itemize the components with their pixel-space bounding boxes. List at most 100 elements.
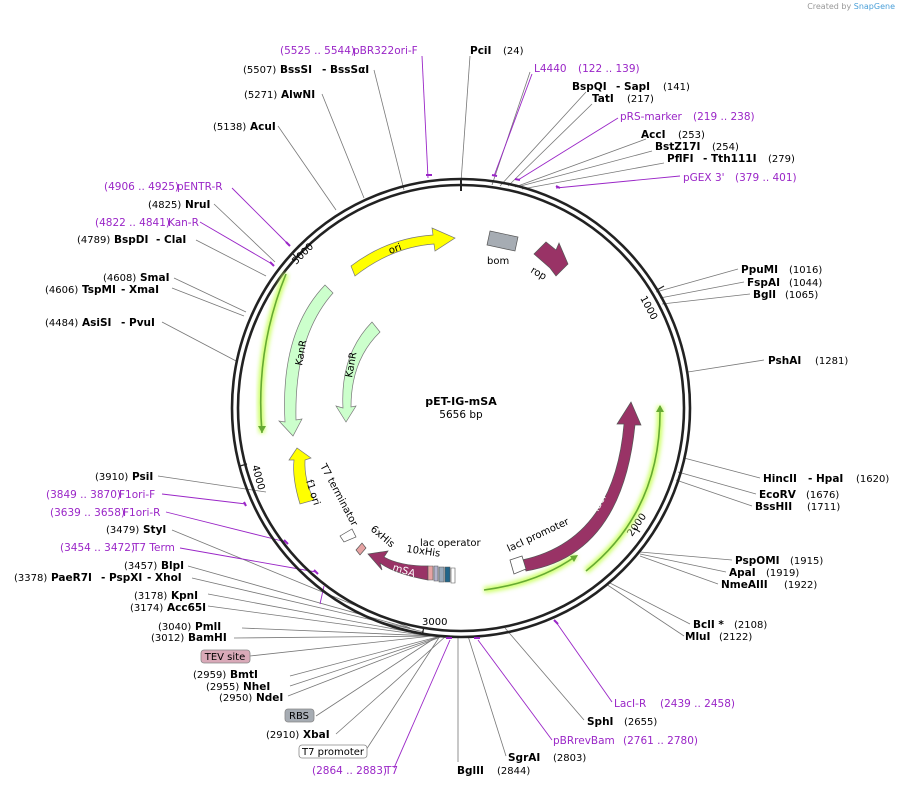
primer-pentr-r-pos: (4906 .. 4925) <box>104 181 179 193</box>
site-tati-pos: (217) <box>627 94 654 105</box>
site-nmeaiii-pos: (1922) <box>784 580 817 591</box>
site-bstz17i-pos: (254) <box>712 142 739 153</box>
site-kpni-pos: (3178) <box>134 591 167 602</box>
site-xbai-pos: (2910) <box>266 730 299 741</box>
site-bcli: BclI * <box>693 619 724 631</box>
primer-pbrrevbam-pos: (2761 .. 2780) <box>623 735 698 747</box>
site-bspdi-pos: (4789) <box>77 235 110 246</box>
lac-operon-arc <box>483 555 577 591</box>
primer-pbrrevbam: pBRrevBam <box>553 735 615 747</box>
site-bspdi: BspDI <box>114 234 148 246</box>
his10-feature <box>427 565 434 581</box>
primer-pbr322ori-f-pos: (5525 .. 5544) <box>280 45 355 57</box>
site-tspmi-pos: (4606) <box>45 285 78 296</box>
site-sphi: SphI <box>587 716 613 728</box>
laci-promoter-feature <box>509 555 527 575</box>
tev-site-box <box>200 649 251 664</box>
rop-label: rop <box>529 265 549 283</box>
site-xbai: XbaI <box>303 729 330 741</box>
site-mlui: MluI <box>685 631 710 643</box>
primer-t7-term: T7 Term <box>132 542 175 554</box>
site-pspomi: PspOMI <box>735 555 780 567</box>
coordinate-ticks <box>239 252 665 636</box>
site-bcli-pos: (2108) <box>734 620 767 631</box>
rbs-box <box>284 708 315 723</box>
site-pshai-pos: (1281) <box>815 356 848 367</box>
site-xmai: - XmaI <box>121 284 159 296</box>
site-pspomi-pos: (1915) <box>790 556 823 567</box>
plasmid-name: pET-IG-mSA <box>425 395 497 408</box>
site-psii-pos: (3910) <box>95 472 128 483</box>
site-ndei: NdeI <box>256 692 283 704</box>
site-smai: SmaI <box>140 272 170 284</box>
site-pvui: - PvuI <box>121 317 155 329</box>
site-paer7i: PaeR7I <box>51 572 92 584</box>
kanr-inner-feature <box>335 321 381 423</box>
primer-laci-r: LacI-R <box>614 698 646 710</box>
site-blpi: BlpI <box>161 560 184 572</box>
primer-l4440-pos: (122 .. 139) <box>578 63 640 75</box>
site-smai-pos: (4608) <box>103 273 136 284</box>
site-pcii: PciI <box>470 45 491 57</box>
site-paer7i-pos: (3378) <box>14 573 47 584</box>
ori-feature <box>350 227 456 277</box>
rbs-box-label: RBS <box>289 711 309 722</box>
primer-f1ori-r: F1ori-R <box>123 507 160 519</box>
site-alwni: AlwNI <box>281 89 315 101</box>
primer-prs-marker: pRS-marker <box>620 111 683 123</box>
site-kpni: KpnI <box>171 590 198 602</box>
kanr-promoter-head <box>258 426 266 433</box>
site-apai-pos: (1919) <box>766 568 799 579</box>
primer-pbr322ori-f: pBR322ori-F <box>353 45 418 57</box>
site-fspai: FspAI <box>747 277 780 289</box>
tag-feature-1 <box>433 565 439 582</box>
site-acui: AcuI <box>250 121 276 133</box>
site-asisi-pos: (4484) <box>45 318 78 329</box>
rop-feature <box>533 241 569 277</box>
kanr-promoter-arc <box>259 273 287 434</box>
site-pcii-pos: (24) <box>503 46 524 57</box>
primer-kan-r: Kan-R <box>168 217 199 229</box>
site-asisi: AsiSI <box>82 317 111 329</box>
laci-promoter-head <box>656 405 664 412</box>
f1ori-feature <box>288 447 315 505</box>
bom-label: bom <box>487 256 509 267</box>
kanr-outer-label: KanR <box>294 339 309 366</box>
site-nrui: NruI <box>185 199 210 211</box>
site-pmli-pos: (3040) <box>158 622 191 633</box>
t7-terminator-label: T7 terminator <box>317 461 360 529</box>
kanr-inner-label: KanR <box>344 351 359 378</box>
primer-pgex3: pGEX 3' <box>683 172 725 184</box>
site-fspai-pos: (1044) <box>789 278 822 289</box>
site-bglii: BglII <box>457 765 484 777</box>
site-bspqi: BspQI <box>572 81 607 93</box>
site-bamhi-pos: (3012) <box>151 633 184 644</box>
bom-feature <box>486 230 519 252</box>
site-bgli: BglI <box>753 289 776 301</box>
site-styi-pos: (3479) <box>106 525 139 536</box>
tag-feature-2 <box>438 566 445 583</box>
ori-label: ori <box>387 242 403 257</box>
site-ppumi: PpuMI <box>741 264 778 276</box>
site-hpai: - HpaI <box>808 473 843 485</box>
his6-label: 6xHis <box>368 524 396 550</box>
plasmid-length: 5656 bp <box>439 409 483 421</box>
tev-site-box-label: TEV site <box>204 652 246 663</box>
leader-lines <box>157 55 765 762</box>
primer-leaders <box>161 55 681 769</box>
primer-t7-pos: (2864 .. 2883) <box>312 765 387 777</box>
t7-promoter-feature <box>450 567 456 584</box>
primer-f1ori-f: F1ori-F <box>119 489 155 501</box>
site-bstz17i: BstZ17I <box>655 141 700 153</box>
site-sphi-pos: (2655) <box>624 717 657 728</box>
site-sapi: - SapI <box>616 81 650 93</box>
primer-kan-r-pos: (4822 .. 4841) <box>95 217 170 229</box>
laci-promoter-arc <box>585 405 661 572</box>
site-pflfi-pos: (279) <box>768 154 795 165</box>
site-ecorv-pos: (1676) <box>806 490 839 501</box>
site-bsshii: BssHII <box>755 501 792 513</box>
site-hincii-pos: (1620) <box>856 474 889 485</box>
site-nmeaiii: NmeAIII <box>721 579 768 591</box>
site-acc65i-pos: (3174) <box>130 603 163 614</box>
site-pflfi: PflFI <box>667 153 694 165</box>
